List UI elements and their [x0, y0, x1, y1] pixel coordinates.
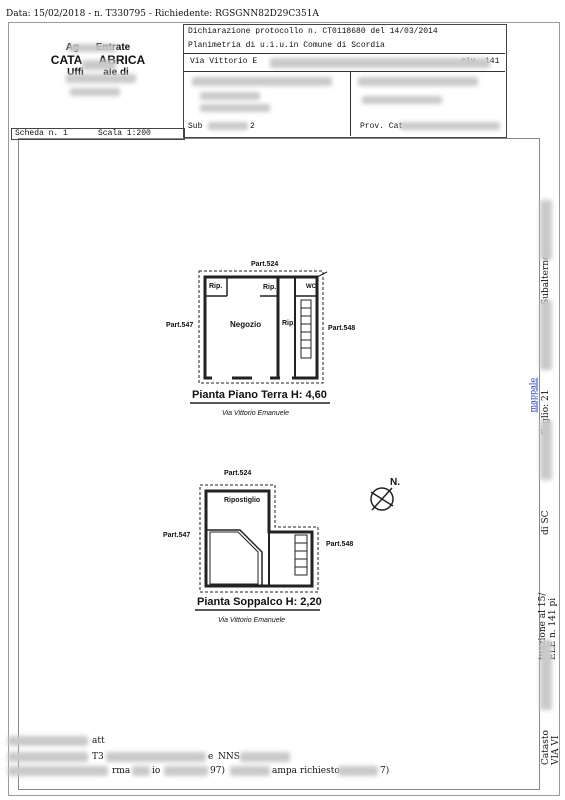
- side-via: VIA VI: [551, 735, 561, 765]
- protocol-line: Dichiarazione protocollo n. CT0118680 de…: [188, 27, 438, 36]
- page-frame: [8, 22, 560, 796]
- redaction: [200, 92, 260, 100]
- ground-floor-plan: [198, 270, 328, 384]
- scheda-label: Scheda n. 1: [15, 129, 68, 138]
- gf-wc: WC: [306, 284, 316, 290]
- redaction: [208, 122, 248, 130]
- redaction: [540, 300, 552, 370]
- planimetry-line: Planimetria di u.i.u.in Comune di Scordi…: [188, 41, 385, 50]
- scheda-box: [11, 128, 185, 140]
- footer-ampa: ampa richiesto: [272, 766, 340, 776]
- redaction: [240, 752, 290, 762]
- redaction: [132, 766, 150, 776]
- sub-label: Sub: [188, 122, 203, 131]
- scala-label: Scala 1:200: [98, 129, 151, 138]
- redaction: [540, 420, 552, 480]
- redaction: [8, 766, 108, 776]
- mz-part-top: Part.524: [224, 470, 252, 477]
- mz-part-right: Part.548: [326, 541, 354, 548]
- prov-label: Prov. Cat: [360, 122, 404, 131]
- sub-value: 2: [250, 122, 255, 131]
- side-link[interactable]: mappale: [528, 377, 538, 413]
- redaction: [82, 60, 116, 70]
- redaction: [230, 766, 270, 776]
- gf-part-left: Part.547: [166, 322, 194, 329]
- redaction: [362, 96, 442, 104]
- redaction: [8, 736, 88, 746]
- mz-part-left: Part.547: [163, 532, 191, 539]
- gf-part-top: Part.524: [251, 261, 279, 268]
- redaction: [540, 200, 552, 260]
- redaction: [192, 77, 332, 86]
- footer-nns: NNS: [218, 752, 240, 762]
- redaction: [70, 88, 120, 96]
- agency-line3: Uffi ale di: [67, 67, 129, 78]
- mz-street: Via Vittorio Emanuele: [218, 617, 286, 624]
- print-header: Data: 15/02/2018 - n. T330795 - Richiede…: [6, 9, 319, 19]
- gf-rip2: Rip.: [263, 284, 277, 291]
- redaction: [540, 640, 552, 710]
- redaction: [8, 752, 88, 762]
- compass-label: N.: [390, 477, 400, 488]
- redaction: [200, 104, 270, 112]
- side-di-sc: di SC: [541, 510, 551, 535]
- redaction: [270, 58, 490, 68]
- gf-part-right: Part.548: [328, 325, 356, 332]
- drawing-frame: [18, 138, 540, 790]
- footer-t3: T3: [92, 752, 104, 762]
- mezzanine-plan: [199, 484, 319, 593]
- footer-rma: rma: [112, 766, 131, 776]
- redaction: [358, 77, 478, 86]
- redaction: [400, 122, 500, 130]
- mz-ripostiglio: Ripostiglio: [224, 497, 261, 504]
- mz-title: Pianta Soppalco H: 2,20: [197, 596, 322, 608]
- gf-rip3: Rip.: [282, 320, 296, 327]
- redaction: [68, 44, 116, 52]
- redaction: [106, 752, 206, 762]
- declaration-box: [183, 24, 507, 138]
- gf-title: Pianta Piano Terra H: 4,60: [192, 389, 327, 401]
- footer-att: att: [92, 736, 105, 746]
- footer-97: 97): [210, 766, 225, 776]
- footer-7: 7): [380, 766, 390, 776]
- redaction: [338, 766, 378, 776]
- street-line: Via Vittorio E: [190, 57, 258, 66]
- redaction: [164, 766, 208, 776]
- footer-io: io: [152, 766, 161, 776]
- gf-rip1: Rip.: [209, 283, 223, 290]
- compass-rose: [370, 487, 394, 511]
- redaction: [66, 74, 136, 83]
- footer-ne: e: [208, 752, 214, 762]
- gf-street: Via Vittorio Emanuele: [222, 410, 290, 417]
- gf-negozio: Negozio: [230, 320, 262, 329]
